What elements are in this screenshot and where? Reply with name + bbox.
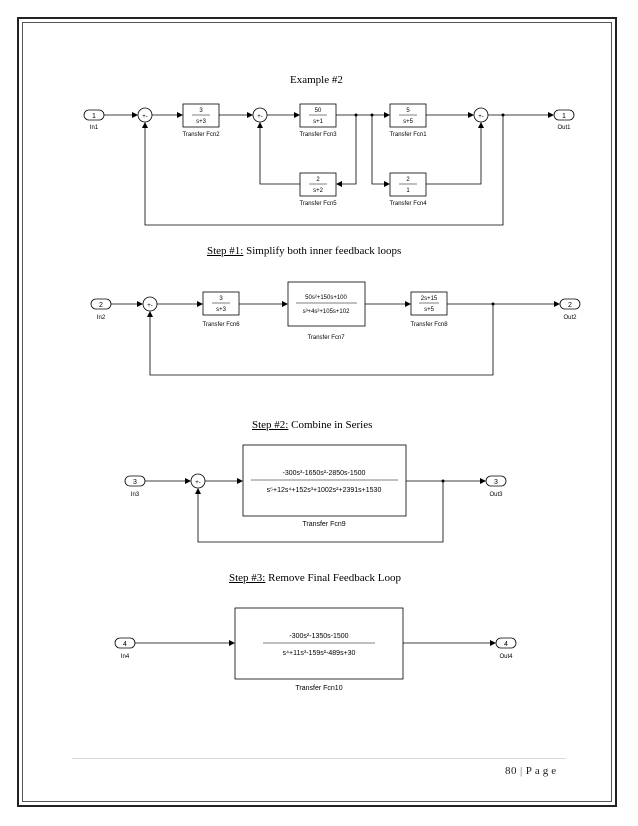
out4-port[interactable] [495,637,517,649]
out2-label: Out2 [563,315,577,321]
tf1-num: 5 [406,108,410,114]
in2-label: In2 [97,315,106,321]
tf6-num: 3 [219,296,223,302]
out3-label: Out3 [489,492,503,498]
tf8-name: Transfer Fcn8 [410,322,448,328]
tf6-name: Transfer Fcn6 [202,322,240,328]
tf2-name: Transfer Fcn2 [182,132,220,138]
tf3-den: s+1 [313,119,324,125]
tf9-den: s⁵+12s⁴+152s³+1002s²+2391s+1530 [267,487,382,494]
tf10-name: Transfer Fcn10 [295,685,342,692]
out2-port-number: 2 [568,302,572,309]
tf6-den: s+3 [216,307,227,313]
tf3-num: 50 [315,108,322,114]
tf4-num: 2 [406,177,410,183]
in2-port-number: 2 [99,302,103,309]
sum-1-signs: +- [142,114,148,120]
tf3-name: Transfer Fcn3 [299,132,337,138]
step1-caption: Step #1: Simplify both inner feedback lo… [207,245,401,257]
tf2-den: s+3 [196,119,207,125]
step2-label: Step #2: [252,419,289,431]
step3-text: Remove Final Feedback Loop [265,572,402,584]
in3-label: In3 [131,492,140,498]
out1-label: Out1 [557,125,571,131]
diagram-2-wires [111,301,560,376]
out2-port[interactable] [559,298,581,310]
step3-caption: Step #3: Remove Final Feedback Loop [229,572,401,584]
transfer-fcn4-block[interactable] [389,172,427,197]
diagram-1-wires [104,112,554,226]
out4-label: Out4 [499,654,513,660]
tf9-name: Transfer Fcn9 [302,521,345,528]
in3-port-number: 3 [133,479,137,486]
step3-label: Step #3: [229,572,266,584]
example-title: Example #2 [290,74,343,86]
tf1-den: s+5 [403,119,414,125]
tf7-den: s³+4s²+105s+102 [303,309,351,315]
in4-port-number: 4 [123,641,127,648]
tf10-den: s⁴+11s³-159s²-489s+30 [283,650,356,657]
tf10-num: -300s²-1350s-1500 [289,633,348,640]
tf4-den: 1 [406,188,410,194]
sum-4-signs: +- [147,303,153,309]
transfer-fcn10-block[interactable] [234,607,404,680]
diagram-3-wires [145,478,486,543]
sum-3-signs: +- [478,114,484,120]
example-caption: Example #2 [290,74,343,86]
in1-port-number: 1 [92,113,96,120]
out4-port-number: 4 [504,641,508,648]
page-border-inner [22,22,612,802]
diagram-2: 2 In2 +- 3 s+3 Transfer Fcn6 50s²+150s+1… [90,281,581,376]
sum-2-signs: +- [257,114,263,120]
tf7-name: Transfer Fcn7 [307,335,345,341]
diagram-4: 4 In4 -300s²-1350s-1500 s⁴+11s³-159s²-48… [114,607,517,692]
page-word: Page [525,765,560,777]
page-footer: 80|Page [505,765,559,777]
transfer-fcn2-block[interactable] [182,103,220,128]
tf7-num: 50s²+150s+100 [305,295,347,301]
tf8-num: 2s+15 [421,296,438,302]
transfer-fcn6-block[interactable] [202,291,240,316]
step2-text: Combine in Series [288,419,373,431]
diagram-3: 3 In3 +- -300s³-1650s²-2850s-1500 s⁵+12s… [124,444,507,543]
out1-port[interactable] [553,109,575,121]
tf9-num: -300s³-1650s²-2850s-1500 [283,470,366,477]
tf5-name: Transfer Fcn5 [299,201,337,207]
sum-5-signs: +- [195,480,201,486]
step1-label: Step #1: [207,245,244,257]
page-border-outer [17,17,617,807]
in4-label: In4 [121,654,130,660]
diagram-1: 1 In1 +- 3 s+3 Transfer Fcn2 +- 50 s+1 T… [83,103,575,226]
tf8-den: s+5 [424,307,435,313]
step1-text: Simplify both inner feedback loops [243,245,402,257]
in1-label: In1 [90,125,99,131]
footer-separator: | [520,765,523,777]
tf1-name: Transfer Fcn1 [389,132,427,138]
transfer-fcn3-block[interactable] [299,103,337,128]
tf5-den: s+2 [313,188,324,194]
transfer-fcn8-block[interactable] [410,291,448,316]
transfer-fcn9-block[interactable] [242,444,407,517]
tf2-num: 3 [199,108,203,114]
step2-caption: Step #2: Combine in Series [252,419,372,431]
out3-port[interactable] [485,475,507,487]
footer-divider [72,758,566,759]
out1-port-number: 1 [562,113,566,120]
tf4-name: Transfer Fcn4 [389,201,427,207]
transfer-fcn1-block[interactable] [389,103,427,128]
out3-port-number: 3 [494,479,498,486]
tf5-num: 2 [316,177,320,183]
page-number: 80 [505,765,517,777]
transfer-fcn7-block[interactable] [287,281,366,327]
